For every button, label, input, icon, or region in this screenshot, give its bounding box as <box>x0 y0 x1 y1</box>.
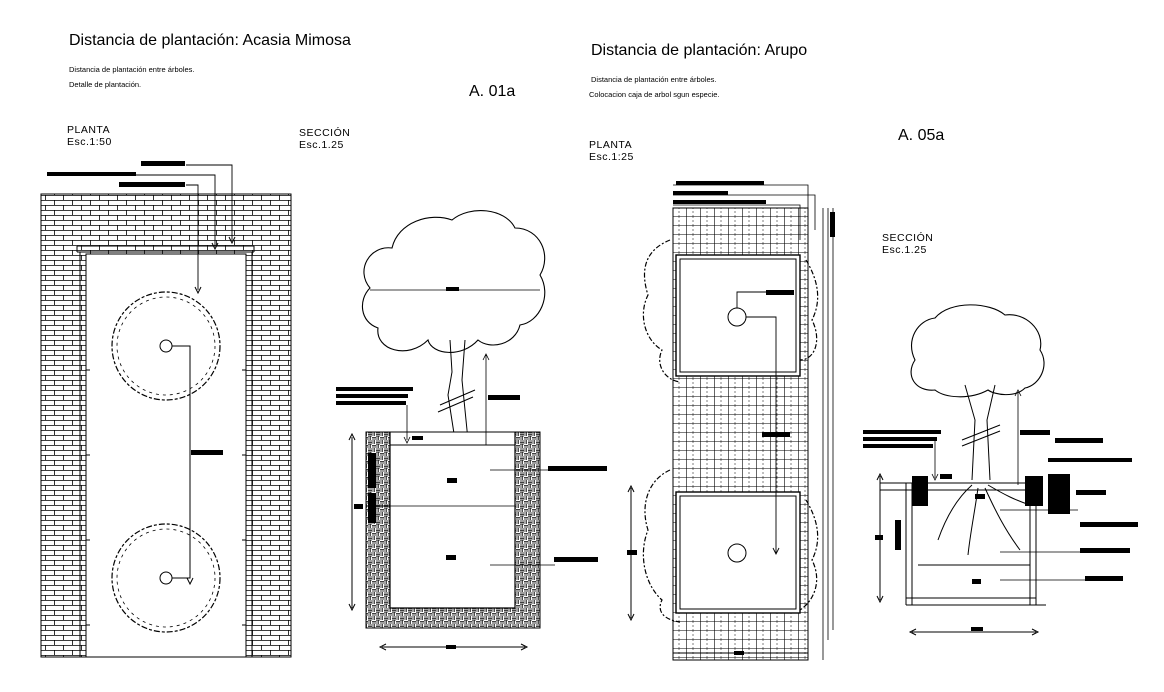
left-plan-scale: Esc.1:50 <box>67 136 112 148</box>
left-plan-redacted-labels <box>47 161 223 455</box>
tree-box-1 <box>675 254 801 377</box>
left-drawing-code: A. 01a <box>469 83 516 100</box>
right-note-2: Colocacion caja de arbol sgun especie. <box>589 90 720 99</box>
right-plan-label: PLANTA <box>589 139 633 151</box>
right-drawing-code: A. 05a <box>898 127 945 144</box>
left-note-1: Distancia de plantación entre árboles. <box>69 65 195 74</box>
right-plan-scale: Esc.1:25 <box>589 151 634 163</box>
left-section-scale: Esc.1.25 <box>299 139 344 151</box>
right-plan-redacted-labels <box>627 181 835 655</box>
left-plan <box>40 164 292 658</box>
left-plan-label: PLANTA <box>67 124 111 136</box>
arupo-canopy <box>910 304 1045 398</box>
left-section <box>348 210 555 651</box>
left-note-2: Detalle de plantación. <box>69 80 142 89</box>
left-section-redacted-labels <box>336 287 607 649</box>
right-plan <box>627 184 834 661</box>
right-section <box>876 304 1085 636</box>
left-section-label: SECCIÓN <box>299 127 351 139</box>
tree-trunk-2 <box>727 543 747 563</box>
right-section-label: SECCIÓN <box>882 232 934 244</box>
right-title: Distancia de plantación: Arupo <box>591 42 808 59</box>
planting-strip <box>85 253 247 658</box>
right-section-scale: Esc.1.25 <box>882 244 927 256</box>
right-note-1: Distancia de plantación entre árboles. <box>591 75 717 84</box>
right-section-redacted-labels <box>863 430 1138 631</box>
left-title: Distancia de plantación: Acasia Mimosa <box>69 32 351 49</box>
tree-canopy-section <box>361 210 546 353</box>
tree-box-2 <box>675 491 801 614</box>
